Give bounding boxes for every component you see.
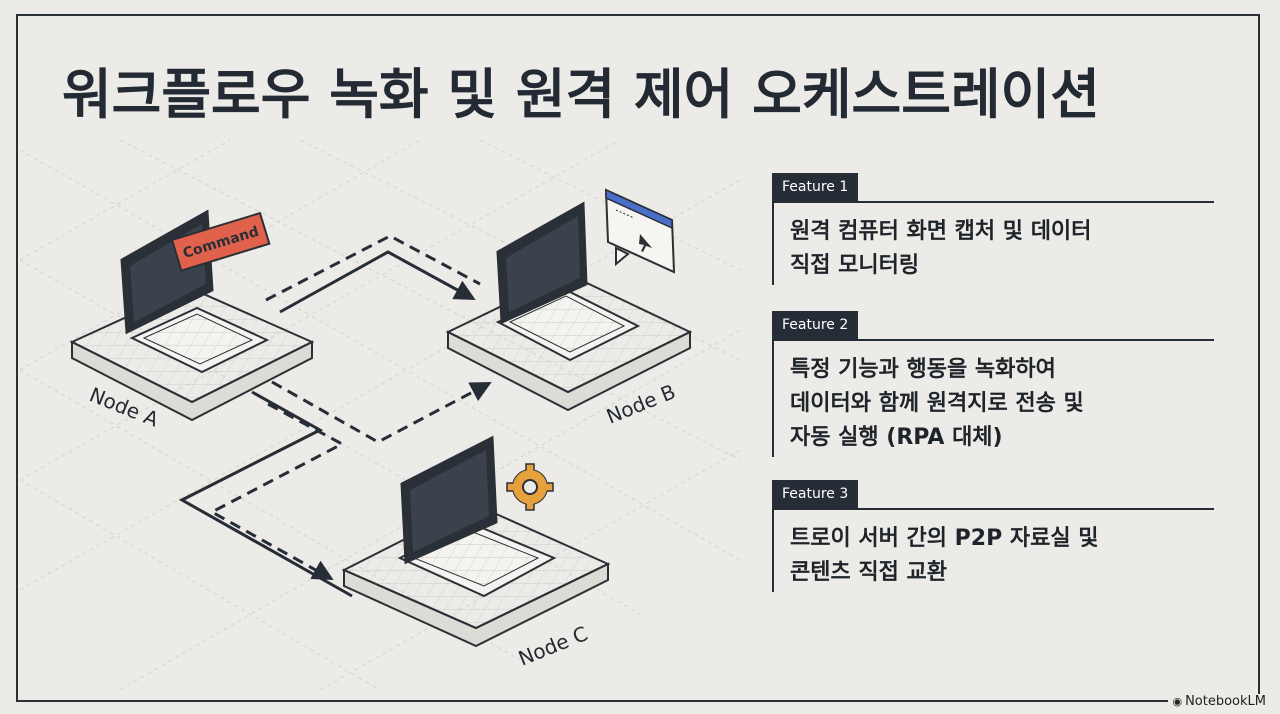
link-a-b-dashed [265, 234, 481, 302]
brand-watermark: ◉NotebookLM [1168, 694, 1266, 709]
feature-1-line-1: 원격 컴퓨터 화면 캡처 및 데이터 [790, 219, 1092, 244]
feature-2-line-2: 데이터와 함께 원격지로 전송 및 [790, 391, 1084, 416]
gear-icon [506, 463, 554, 511]
command-tag: Command [170, 211, 271, 272]
brand-logo-icon: ◉ [1172, 695, 1183, 708]
feature-3-line-2: 콘텐츠 직접 교환 [790, 560, 947, 585]
feature-1-line-2: 직접 모니터링 [790, 253, 920, 278]
feature-3-tag: Feature 3 [772, 480, 859, 508]
feature-3: Feature 3 트로이 서버 간의 P2P 자료실 및 콘텐츠 직접 교환 [772, 480, 1214, 592]
link-a-c-dashed [208, 402, 346, 581]
feature-2: Feature 2 특정 기능과 행동을 녹화하여 데이터와 함께 원격지로 전… [772, 311, 1214, 457]
link-a-b-lower-dashed [271, 380, 492, 444]
feature-1-text: 원격 컴퓨터 화면 캡처 및 데이터 직접 모니터링 [772, 201, 1214, 285]
feature-1: Feature 1 원격 컴퓨터 화면 캡처 및 데이터 직접 모니터링 [772, 173, 1214, 285]
feature-1-tag: Feature 1 [772, 173, 859, 201]
node-b [445, 201, 693, 412]
feature-2-line-1: 특정 기능과 행동을 녹화하여 [790, 357, 1056, 382]
screen-capture-window [604, 188, 676, 274]
feature-2-line-3: 자동 실행 (RPA 대체) [790, 425, 1003, 450]
cursor-icon [639, 234, 652, 252]
slide-frame [16, 14, 1260, 702]
feature-2-tag: Feature 2 [772, 311, 859, 339]
connections [178, 234, 492, 598]
link-a-b-solid [279, 250, 476, 314]
feature-3-text: 트로이 서버 간의 P2P 자료실 및 콘텐츠 직접 교환 [772, 508, 1214, 592]
node-c [341, 435, 611, 648]
node-c-label: Node C [515, 621, 591, 670]
link-a-c-solid [178, 390, 353, 598]
page-title: 워크플로우 녹화 및 원격 제어 오케스트레이션 [62, 63, 1100, 126]
feature-3-line-1: 트로이 서버 간의 P2P 자료실 및 [790, 526, 1099, 551]
feature-2-text: 특정 기능과 행동을 녹화하여 데이터와 함께 원격지로 전송 및 자동 실행 … [772, 339, 1214, 457]
brand-name: NotebookLM [1185, 694, 1266, 709]
network-diagram: Command Node A Node B [19, 139, 741, 691]
